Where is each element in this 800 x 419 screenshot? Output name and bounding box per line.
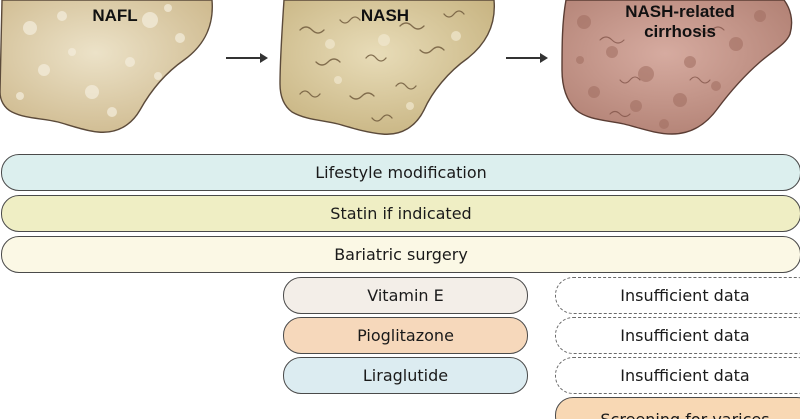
bar-statin: Statin if indicated bbox=[1, 195, 800, 232]
screening-for-varices: Screening for varices bbox=[555, 397, 800, 419]
liver-nafl-illustration bbox=[0, 0, 213, 133]
bar-bariatric-surgery: Bariatric surgery bbox=[1, 236, 800, 273]
liver-cirrhosis-illustration bbox=[561, 0, 793, 135]
liver-nash-illustration bbox=[279, 0, 495, 135]
cirrhosis-liraglutide-insufficient-data: Insufficient data bbox=[555, 357, 800, 394]
treatment-liraglutide: Liraglutide bbox=[283, 357, 528, 394]
stage-label-nash-cirrhosis: NASH-related cirrhosis bbox=[625, 2, 735, 41]
treatment-pioglitazone: Pioglitazone bbox=[283, 317, 528, 354]
bar-lifestyle-modification: Lifestyle modification bbox=[1, 154, 800, 191]
cirrhosis-pioglitazone-insufficient-data: Insufficient data bbox=[555, 317, 800, 354]
cirrhosis-vitamin-e-insufficient-data: Insufficient data bbox=[555, 277, 800, 314]
arrow-nafl-to-nash bbox=[226, 53, 268, 63]
treatment-vitamin-e: Vitamin E bbox=[283, 277, 528, 314]
stage-label-nafl: NAFL bbox=[92, 6, 138, 25]
liver-illustrations bbox=[0, 0, 793, 135]
stage-label-nash: NASH bbox=[360, 6, 410, 25]
arrow-nash-to-cirrhosis bbox=[506, 53, 548, 63]
